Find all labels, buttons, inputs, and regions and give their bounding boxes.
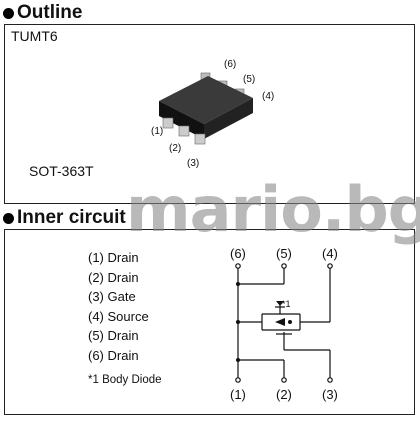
- junction-dot: [236, 358, 240, 362]
- terminal-4: [327, 263, 333, 269]
- package-code: SOT-363T: [29, 163, 94, 179]
- pin-6-description: (6) Drain: [88, 347, 139, 363]
- pin-4-description: (4) Source: [88, 308, 149, 324]
- outline-pin-label-6: (6): [224, 59, 236, 70]
- fet-arrow-icon: [275, 318, 285, 326]
- junction-dot: [236, 282, 240, 286]
- lead-1: [162, 117, 174, 129]
- outline-title: Outline: [17, 2, 83, 23]
- terminal-5: [281, 263, 287, 269]
- pin-1-description: (1) Drain: [88, 250, 139, 265]
- terminal-label-4: (4): [322, 246, 338, 261]
- package-name: TUMT6: [11, 28, 58, 44]
- pin-list: (1) Drain (2) Drain (3) Gate (4) Source …: [88, 248, 149, 366]
- diode-marker: *1: [282, 299, 291, 309]
- lead-2: [178, 125, 190, 137]
- terminal-1: [235, 377, 241, 383]
- package-drawing: (1) (2) (3) (4) (5) (6): [151, 59, 274, 169]
- terminal-label-2: (2): [276, 387, 292, 402]
- inner-circuit-heading: Inner circuit: [3, 208, 126, 228]
- terminal-label-1: (1): [230, 387, 246, 402]
- package-body-top: [159, 76, 253, 124]
- package-body-side: [204, 98, 253, 139]
- outline-pin-label-5: (5): [243, 74, 255, 85]
- terminal-2: [281, 377, 287, 383]
- outline-pin-label-2: (2): [169, 143, 181, 154]
- bullet-icon: [3, 212, 14, 224]
- outline-pin-label-4: (4): [262, 91, 274, 102]
- watermark: mario.bg: [126, 173, 420, 246]
- lead-3: [194, 133, 206, 145]
- bullet-icon: [3, 7, 14, 19]
- terminal-3: [327, 377, 333, 383]
- pin-2-description: (2) Drain: [88, 269, 139, 285]
- outline-heading: Outline: [3, 3, 82, 23]
- terminal-6: [235, 263, 241, 269]
- body-diode-footnote: *1 Body Diode: [88, 374, 162, 386]
- pin-5-description: (5) Drain: [88, 328, 139, 344]
- outline-pin-label-1: (1): [151, 126, 163, 137]
- junction-dot: [236, 320, 240, 324]
- pin-3-description: (3) Gate: [88, 289, 136, 305]
- terminal-label-3: (3): [322, 387, 338, 402]
- body-diode-icon: [276, 301, 284, 306]
- package-body-front: [159, 101, 204, 139]
- inner-circuit-box: [4, 229, 415, 415]
- outline-box: TUMT6 SOT-363T (1) (2) (3) (4) (5) (6): [4, 24, 415, 204]
- junction-dot: [288, 320, 292, 324]
- terminal-label-6: (6): [230, 246, 246, 261]
- terminal-label-5: (5): [276, 246, 292, 261]
- inner-circuit-title: Inner circuit: [17, 207, 126, 228]
- outline-pin-label-3: (3): [187, 158, 199, 169]
